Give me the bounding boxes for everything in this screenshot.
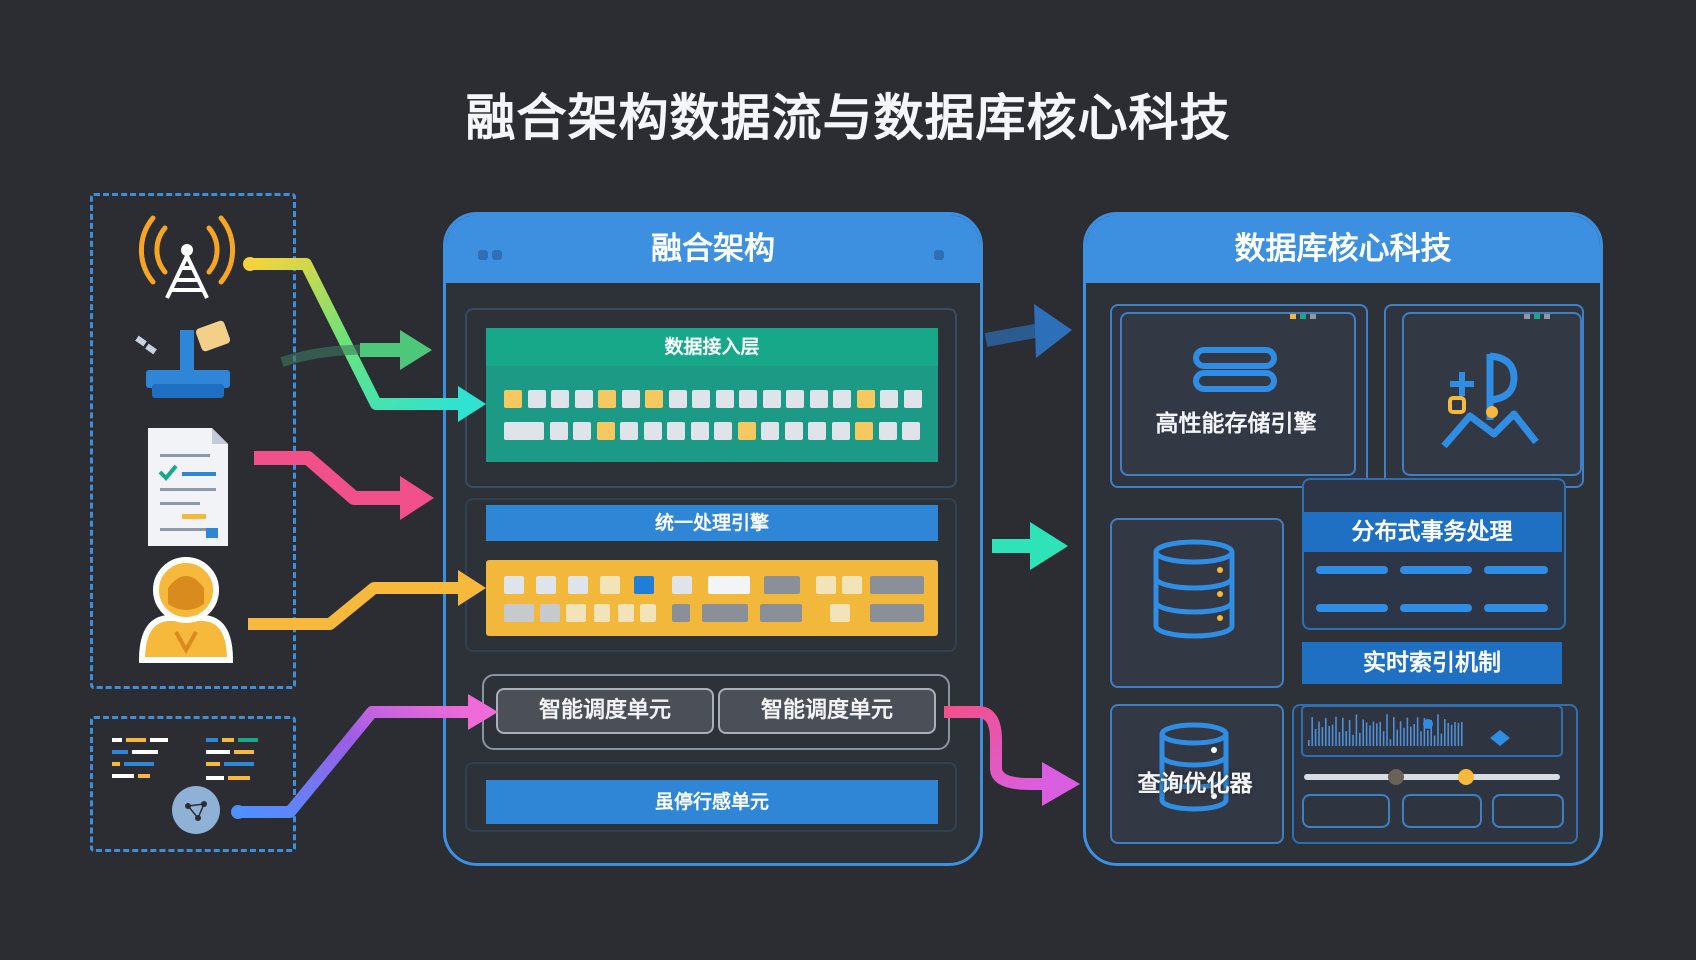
ingest-cell bbox=[737, 422, 756, 440]
ingest-cell bbox=[667, 422, 685, 440]
distributed-tx-header: 分布式事务处理 bbox=[1302, 512, 1562, 552]
ingest-cell bbox=[668, 390, 687, 408]
ingest-layer-header: 数据接入层 bbox=[486, 328, 938, 366]
analytics-inner bbox=[1402, 312, 1582, 476]
scheduler-unit-1[interactable]: 智能调度单元 bbox=[496, 688, 714, 734]
processing-cell bbox=[568, 576, 588, 594]
processing-engine-grid bbox=[486, 560, 938, 636]
ingest-cell bbox=[761, 422, 779, 440]
ingest-cell bbox=[620, 422, 638, 440]
ingest-cell bbox=[596, 422, 615, 440]
processing-cell bbox=[640, 604, 656, 622]
processing-cell bbox=[504, 604, 534, 622]
processing-cell bbox=[870, 576, 924, 594]
ingest-cell bbox=[714, 422, 732, 440]
ingest-cell bbox=[831, 422, 850, 440]
source-group-main bbox=[90, 193, 296, 689]
monitor-cell-2 bbox=[1402, 794, 1482, 828]
processing-cell bbox=[830, 604, 850, 622]
ingest-cell bbox=[527, 390, 546, 408]
ingest-cell bbox=[739, 390, 757, 408]
processing-cell bbox=[600, 576, 620, 594]
ingest-cell bbox=[902, 422, 920, 440]
ingest-cell bbox=[551, 390, 569, 408]
tx-line-2a bbox=[1316, 604, 1388, 612]
ingest-cell bbox=[573, 422, 591, 440]
ingest-cell bbox=[878, 422, 897, 440]
processing-cell bbox=[702, 604, 748, 622]
storage-engine-inner bbox=[1120, 312, 1356, 476]
processing-cell bbox=[842, 576, 862, 594]
processing-cell bbox=[672, 604, 690, 622]
query-optimizer-label: 查询优化器 bbox=[1137, 771, 1253, 797]
tx-line-2b bbox=[1400, 604, 1472, 612]
page-title: 融合架构数据流与数据库核心科技 bbox=[465, 89, 1231, 147]
processing-cell bbox=[536, 576, 556, 594]
processing-engine-header: 统一处理引擎 bbox=[486, 505, 938, 541]
ingest-cell bbox=[880, 390, 898, 408]
ingest-cell bbox=[855, 422, 873, 440]
ingest-cell bbox=[856, 390, 875, 408]
ingest-cell bbox=[762, 390, 781, 408]
ingest-cell bbox=[504, 390, 522, 408]
ingest-cell bbox=[833, 390, 851, 408]
database-card bbox=[1110, 518, 1284, 688]
ingest-cell bbox=[903, 390, 922, 408]
monitor-cell-1 bbox=[1302, 794, 1390, 828]
processing-cell bbox=[816, 576, 836, 594]
ingest-cell bbox=[549, 422, 568, 440]
ingest-cell bbox=[621, 390, 640, 408]
processing-cell bbox=[634, 576, 654, 594]
window-dot-icon bbox=[934, 245, 948, 264]
processing-cell bbox=[764, 576, 800, 594]
tx-line-2c bbox=[1484, 604, 1548, 612]
processing-cell bbox=[672, 576, 692, 594]
tx-line-1c bbox=[1484, 566, 1548, 574]
db-panel-title: 数据库核心科技 bbox=[1086, 215, 1600, 283]
ingest-cell bbox=[786, 390, 804, 408]
execution-unit: 虽停行感单元 bbox=[486, 780, 938, 824]
ingest-cell bbox=[809, 390, 828, 408]
ingest-cell bbox=[690, 422, 709, 440]
ingest-layer-grid bbox=[486, 366, 938, 462]
ingest-cell bbox=[692, 390, 710, 408]
ingest-cell bbox=[715, 390, 734, 408]
ingest-cell bbox=[574, 390, 593, 408]
ingest-cell bbox=[643, 422, 662, 440]
ingest-cell bbox=[504, 422, 544, 440]
processing-cell bbox=[566, 604, 586, 622]
ingest-cell bbox=[784, 422, 803, 440]
ingest-cell bbox=[598, 390, 616, 408]
processing-cell bbox=[870, 604, 924, 622]
scheduler-unit-2[interactable]: 智能调度单元 bbox=[718, 688, 936, 734]
ingest-cell bbox=[645, 390, 663, 408]
processing-cell bbox=[760, 604, 802, 622]
tx-line-1b bbox=[1400, 566, 1472, 574]
monitor-cell-3 bbox=[1492, 794, 1564, 828]
realtime-index-bar: 实时索引机制 bbox=[1302, 642, 1562, 684]
storage-engine-label: 高性能存储引擎 bbox=[1155, 411, 1317, 437]
source-group-secondary bbox=[90, 716, 296, 852]
processing-cell bbox=[618, 604, 634, 622]
processing-cell bbox=[540, 604, 560, 622]
window-dots-icon bbox=[478, 245, 506, 264]
tx-line-1a bbox=[1316, 566, 1388, 574]
fusion-panel-title: 融合架构 bbox=[446, 215, 980, 283]
processing-cell bbox=[594, 604, 610, 622]
ingest-cell bbox=[808, 422, 826, 440]
processing-cell bbox=[708, 576, 750, 594]
processing-cell bbox=[504, 576, 524, 594]
